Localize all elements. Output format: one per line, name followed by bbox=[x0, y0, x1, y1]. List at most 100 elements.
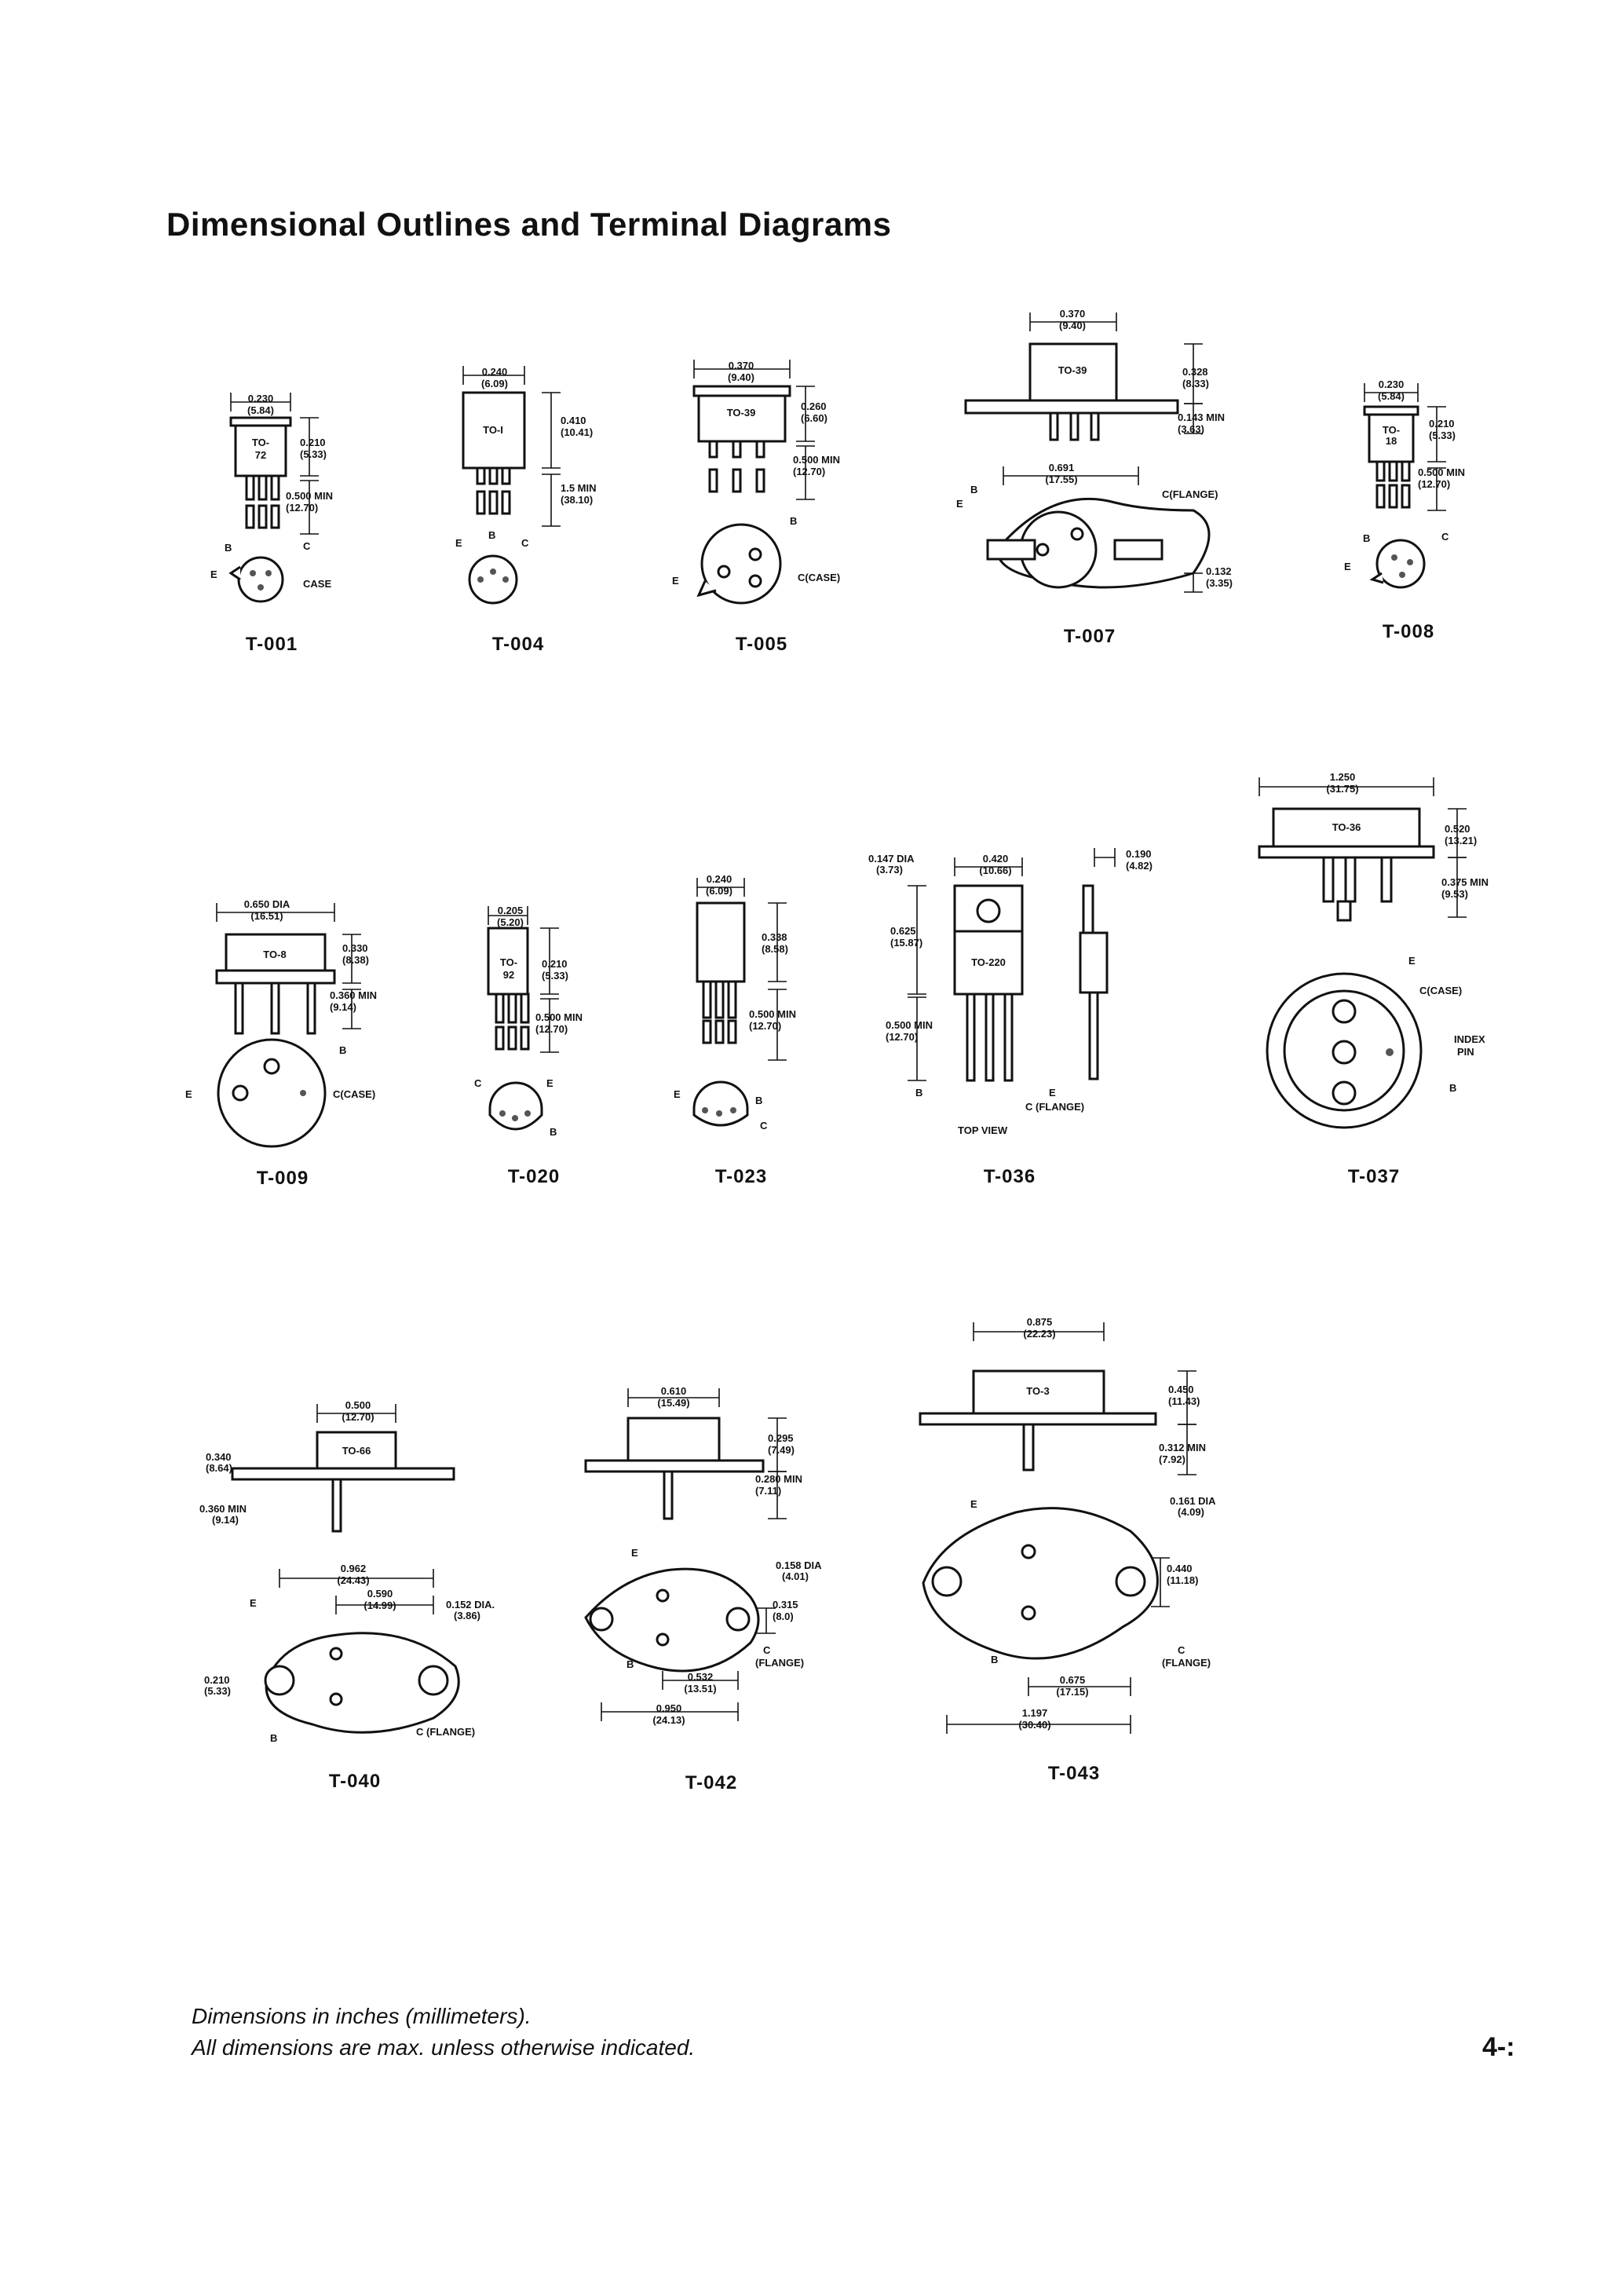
dimension-label: 0.360 MIN bbox=[330, 989, 377, 1001]
dimension-label: (11.43) bbox=[1168, 1395, 1200, 1407]
terminal-label-b: B bbox=[627, 1658, 634, 1670]
dimension-label: 0.280 MIN bbox=[755, 1473, 802, 1485]
dimension-label: 0.338 bbox=[762, 931, 787, 943]
package-label: TO-36 bbox=[1332, 821, 1361, 833]
dimension-label: (6.09) bbox=[481, 378, 508, 389]
package-t-020: TO-920.205(5.20)0.210(5.33)0.500 MIN(12.… bbox=[474, 905, 583, 1187]
terminal-label-b: B bbox=[1363, 532, 1370, 544]
terminal-label-c-case: C(CASE) bbox=[333, 1088, 375, 1100]
dimension-label: 0.132 bbox=[1206, 565, 1232, 577]
dimension-label: (9.14) bbox=[330, 1001, 356, 1013]
dimension-label: (5.20) bbox=[497, 916, 524, 928]
package-label: TO- bbox=[1383, 424, 1400, 436]
terminal-label-pin: PIN bbox=[1457, 1046, 1474, 1058]
terminal-label-e: E bbox=[250, 1597, 257, 1609]
dimension-label: (16.51) bbox=[250, 910, 283, 922]
package-id-label: T-008 bbox=[1383, 621, 1434, 642]
package-t-007: TO-390.370(9.40)0.328(8.33)0.143 MIN(3.6… bbox=[956, 308, 1233, 647]
top-view-label: TOP VIEW bbox=[958, 1124, 1008, 1136]
terminal-label-e: E bbox=[1049, 1087, 1056, 1099]
dimension-label: (24.13) bbox=[652, 1714, 685, 1726]
dimension-label: 0.161 DIA bbox=[1170, 1495, 1216, 1507]
dimension-label: 1.5 MIN bbox=[561, 482, 597, 494]
terminal-label-c-case: C(CASE) bbox=[798, 572, 840, 583]
package-id-label: T-007 bbox=[1064, 626, 1116, 647]
dimension-label: (10.66) bbox=[979, 865, 1011, 876]
dimension-label: 0.375 MIN bbox=[1441, 876, 1489, 888]
dimension-label: (7.92) bbox=[1159, 1453, 1185, 1465]
package-id-label: T-036 bbox=[984, 1166, 1036, 1187]
terminal-label-b: B bbox=[970, 484, 977, 495]
package-id-label: T-042 bbox=[685, 1772, 737, 1793]
dimension-label: (9.14) bbox=[212, 1514, 239, 1526]
dimension-label: 0.210 bbox=[204, 1674, 230, 1686]
terminal-label-e: E bbox=[210, 569, 217, 580]
package-t-040: TO-660.500(12.70)0.340(8.64)0.360 MIN(9.… bbox=[199, 1399, 495, 1792]
dimension-label: (15.49) bbox=[657, 1397, 689, 1409]
dimension-label: 0.370 bbox=[729, 360, 754, 371]
package-label: TO-220 bbox=[971, 956, 1006, 968]
dimension-label: (12.70) bbox=[749, 1020, 781, 1032]
package-label: TO-3 bbox=[1026, 1385, 1049, 1397]
terminal-label-b: B bbox=[755, 1095, 762, 1106]
dimension-label: (9.53) bbox=[1441, 888, 1468, 900]
package-id-label: T-009 bbox=[257, 1168, 309, 1189]
package-id-label: T-023 bbox=[715, 1166, 767, 1187]
dimension-label: (3.35) bbox=[1206, 577, 1233, 589]
dimension-label: (31.75) bbox=[1326, 783, 1358, 795]
dimension-label: 0.440 bbox=[1167, 1563, 1193, 1574]
dimension-label: (6.09) bbox=[706, 885, 732, 897]
terminal-label-case: CASE bbox=[303, 578, 331, 590]
package-label: TO- bbox=[500, 956, 517, 968]
dimension-label: (5.33) bbox=[1429, 430, 1456, 441]
terminal-label-c: C bbox=[303, 540, 311, 552]
dimension-label: 0.210 bbox=[300, 437, 326, 448]
footnote-tolerance: All dimensions are max. unless otherwise… bbox=[192, 2035, 696, 2060]
terminal-label-e: E bbox=[631, 1547, 638, 1559]
package-label: 92 bbox=[503, 969, 514, 981]
dimension-label: 0.312 MIN bbox=[1159, 1442, 1206, 1453]
dimension-label: 0.158 DIA bbox=[776, 1559, 822, 1571]
dimension-label: (12.70) bbox=[535, 1023, 568, 1035]
dimension-label: 0.625 bbox=[890, 925, 916, 937]
package-label: TO- bbox=[252, 437, 269, 448]
package-t-008: TO-180.230(5.84)0.210(5.33)0.500 MIN(12.… bbox=[1344, 378, 1465, 642]
terminal-label-c: C bbox=[474, 1077, 482, 1089]
package-id-label: T-020 bbox=[508, 1166, 560, 1187]
terminal-label-e: E bbox=[1408, 955, 1416, 967]
terminal-label-c: C bbox=[521, 537, 529, 549]
terminal-label-b: B bbox=[991, 1654, 998, 1665]
dimension-label: 0.650 DIA bbox=[244, 898, 290, 910]
dimension-label: (8.38) bbox=[342, 954, 369, 966]
dimension-label: 0.520 bbox=[1445, 823, 1470, 835]
dimension-label: (17.15) bbox=[1056, 1686, 1088, 1698]
terminal-label-e: E bbox=[455, 537, 462, 549]
dimension-label: (14.99) bbox=[363, 1600, 396, 1611]
package-label: TO-39 bbox=[1058, 364, 1087, 376]
dimension-label: 0.450 bbox=[1168, 1384, 1194, 1395]
dimension-label: 0.210 bbox=[542, 958, 568, 970]
package-t-001: TO-720.230(5.84)0.210(5.33)0.500 MIN(12.… bbox=[210, 393, 333, 655]
package-label: 18 bbox=[1386, 435, 1397, 447]
dimension-label: 0.260 bbox=[801, 400, 827, 412]
package-label: TO-I bbox=[483, 424, 503, 436]
terminal-label-c: C bbox=[763, 1644, 771, 1656]
package-label: TO-39 bbox=[727, 407, 756, 419]
dimension-label: 1.197 bbox=[1022, 1707, 1048, 1719]
terminal-label-c-flange: C (FLANGE) bbox=[416, 1726, 475, 1738]
dimension-label: (6.60) bbox=[801, 412, 827, 424]
dimension-label: 0.240 bbox=[707, 873, 732, 885]
dimension-label: 0.500 MIN bbox=[749, 1008, 796, 1020]
package-id-label: T-040 bbox=[329, 1771, 381, 1792]
dimension-label: (4.01) bbox=[782, 1570, 809, 1582]
dimension-label: 0.962 bbox=[341, 1563, 367, 1574]
dimension-label: (5.84) bbox=[247, 404, 274, 416]
terminal-label-e: E bbox=[672, 575, 679, 587]
dimension-label: 0.500 MIN bbox=[535, 1011, 583, 1023]
page-number: 4-: bbox=[1482, 2032, 1515, 2062]
page-title: Dimensional Outlines and Terminal Diagra… bbox=[166, 206, 892, 243]
terminal-label-flange: (FLANGE) bbox=[755, 1657, 804, 1669]
dimension-label: (9.40) bbox=[1059, 320, 1086, 331]
dimension-label: (13.21) bbox=[1445, 835, 1477, 846]
